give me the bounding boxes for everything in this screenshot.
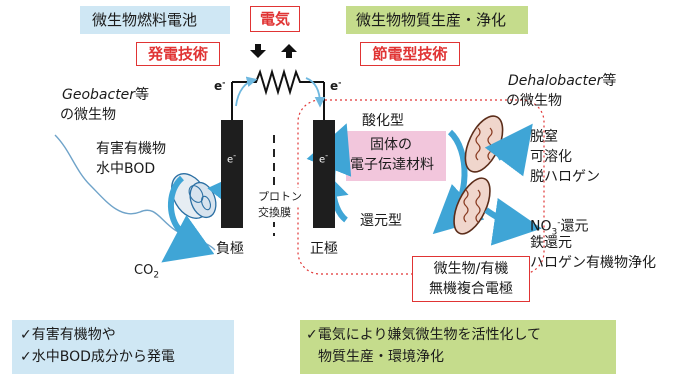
electricity-out-arrow <box>250 44 266 58</box>
mfc-title: 微生物燃料電池 <box>92 11 198 29</box>
footer-left-box <box>12 320 234 374</box>
bioproduction-tech-box: 節電型技術 <box>360 42 460 66</box>
bioproduction-title: 微生物物質生産・浄化 <box>356 11 507 29</box>
resistor <box>232 68 324 96</box>
reaction-iron-reduction: 鉄還元 <box>530 235 572 251</box>
oxidized-label: 酸化型 <box>362 113 404 129</box>
substrate-label-line2: 水中BOD <box>96 161 156 177</box>
footer-right-box <box>300 320 616 374</box>
geobacter-label-line2: の微生物 <box>60 107 116 123</box>
membrane-label-line1: プロトン <box>258 188 302 206</box>
composite-label-line2: 無機複合電極 <box>429 281 513 297</box>
membrane-label-line2: 交換膜 <box>258 204 291 222</box>
footer-left-line2: ✓水中BOD成分から発電 <box>20 349 175 365</box>
composite-label-line1: 微生物/有機 <box>433 261 509 277</box>
electricity-box: 電気 <box>250 6 300 32</box>
geobacter-cluster <box>171 173 217 219</box>
geobacter-label: Geobacter等 <box>62 87 150 103</box>
footer-right-line2: 物質生産・環境浄化 <box>318 349 444 365</box>
dehalobacter-label: Dehalobacter等 <box>508 73 617 89</box>
material-label-line1: 固体の <box>370 137 412 153</box>
electron-label-right: e- <box>330 78 342 93</box>
bod-to-co2-arrow <box>161 175 215 263</box>
composite-electrode-box: 微生物/有機 無機複合電極 <box>412 256 530 302</box>
material-box <box>346 131 446 181</box>
electricity-in-arrow <box>281 44 297 58</box>
electron-flow-arrow-right <box>305 77 326 108</box>
bioproduction-title-box <box>346 6 528 34</box>
reaction-denitrification: 脱窒 <box>530 129 558 145</box>
redox-arrow-reduce <box>432 129 485 235</box>
reaction-dehalogenation: 脱ハロゲン <box>530 169 600 185</box>
dehalobacter-label-line2: の微生物 <box>506 93 562 109</box>
anode-electrode: e- <box>221 120 243 228</box>
anode-electron-label: e- <box>227 150 237 166</box>
electron-label-left: e- <box>214 78 226 93</box>
substrate-label-line1: 有害有機物 <box>96 141 166 157</box>
cathode-electron-label: e- <box>319 150 329 166</box>
reaction-solubilization: 可溶化 <box>530 149 572 165</box>
co2-label: CO2 <box>134 263 160 281</box>
cathode-electrode: e- <box>313 120 335 228</box>
footer-left-line1: ✓有害有機物や <box>20 327 116 343</box>
anode-label: 負極 <box>216 241 244 257</box>
reaction-arrow-bottom <box>484 197 542 246</box>
footer-right-line1: ✓電気により嫌気微生物を活性化して <box>306 327 542 343</box>
reduced-label: 還元型 <box>360 213 402 229</box>
mfc-title-box <box>80 6 230 34</box>
mfc-tech-box: 発電技術 <box>136 42 220 66</box>
reaction-nitrate-reduction: NO3-還元 <box>530 218 589 238</box>
electron-flow-arrow-left <box>235 76 258 107</box>
reaction-halogen-cleanup: ハロゲン有機物浄化 <box>530 255 656 271</box>
material-label-line2: 電子伝達材料 <box>350 157 434 173</box>
cathode-label: 正極 <box>310 241 338 257</box>
reaction-arrow-top <box>484 123 533 177</box>
